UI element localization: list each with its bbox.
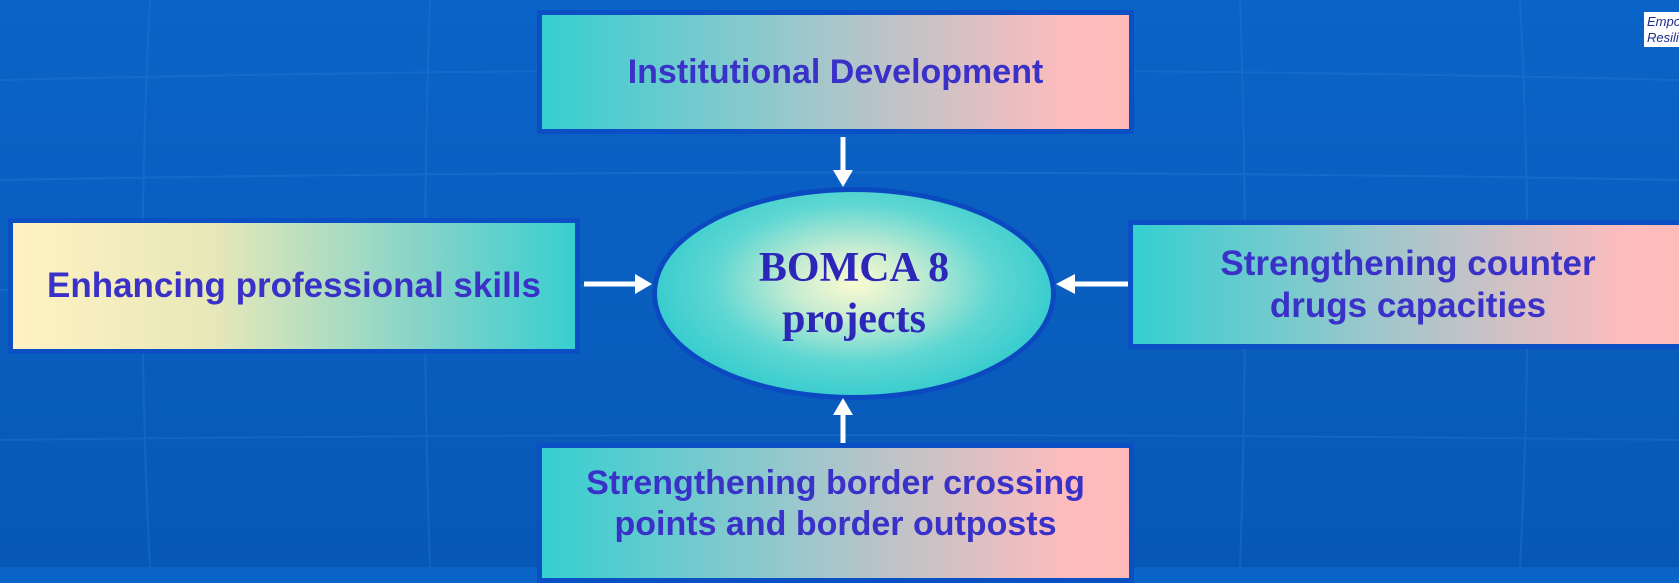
corner-badge-line1: Empo <box>1647 14 1679 29</box>
professional-skills-label: Enhancing professional skills <box>46 266 542 305</box>
arrow-bottom-up <box>833 398 853 443</box>
counter-drugs-label-line2: drugs capacities <box>1269 285 1547 325</box>
border-crossing-box: Strengthening border crossing points and… <box>537 443 1134 583</box>
counter-drugs-label-line1: Strengthening counter <box>1220 243 1596 283</box>
center-title-line1: BOMCA 8 <box>758 245 950 292</box>
corner-badge-line2: Resili <box>1647 29 1679 45</box>
professional-skills-box: Enhancing professional skills <box>8 218 580 354</box>
arrow-left-right <box>584 274 652 294</box>
bomca-center-ellipse: BOMCA 8 projects <box>652 187 1056 400</box>
arrow-top-down <box>833 137 853 187</box>
border-crossing-label-line2: points and border outposts <box>614 505 1057 543</box>
institutional-development-box: Institutional Development <box>537 10 1134 134</box>
center-title-line2: projects <box>782 295 926 342</box>
border-crossing-label-line1: Strengthening border crossing <box>586 464 1085 503</box>
corner-badge: Empo Resili <box>1644 12 1679 48</box>
counter-drugs-box: Strengthening counter drugs capacities <box>1128 220 1679 349</box>
institutional-development-label: Institutional Development <box>627 52 1044 91</box>
arrow-right-left <box>1056 274 1128 294</box>
